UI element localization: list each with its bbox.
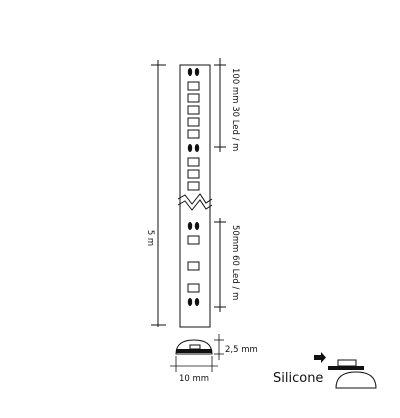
total-length-label: 5 m [145,230,155,246]
led-chip [187,261,200,271]
silicone-legend: Silicone [273,352,377,389]
led-chip [187,169,200,179]
led-chip [187,235,200,245]
resistor-pair [187,298,200,306]
resistor-pair [187,68,200,76]
led-chip [187,129,200,139]
width-label: 10 mm [179,374,209,384]
led-chip [187,105,200,115]
led-chip [187,283,200,293]
arrow-right-icon [314,352,326,363]
segment-60-label: 50mm 60 Led / m [230,225,240,300]
cross-section: 10 mm 2,5 mm [170,334,258,384]
led-strip [177,64,213,328]
led-chip [187,81,200,91]
resistor-pair [187,222,200,230]
total-length-dimension: 5 m [145,60,166,327]
resistor-pair [187,144,200,152]
silicone-base [328,366,364,370]
silicone-chip [337,359,357,367]
segment-60-dimension: 50mm 60 Led / m [214,218,240,312]
strip-break-mark-bottom [177,199,213,211]
segment-30-dimension: 100 mm 30 Led / m [214,58,240,152]
led-chip [187,181,200,191]
silicone-label: Silicone [273,371,323,386]
strip-outline [179,64,211,328]
segment-30-label: 100 mm 30 Led / m [230,68,240,151]
cross-section-chip [189,344,201,350]
led-chip [187,93,200,103]
led-chip [187,157,200,167]
strip-break-mark-top [177,193,213,205]
height-label: 2,5 mm [225,345,258,355]
silicone-dome [335,371,377,389]
cross-section-base [176,349,212,353]
led-chip [187,117,200,127]
